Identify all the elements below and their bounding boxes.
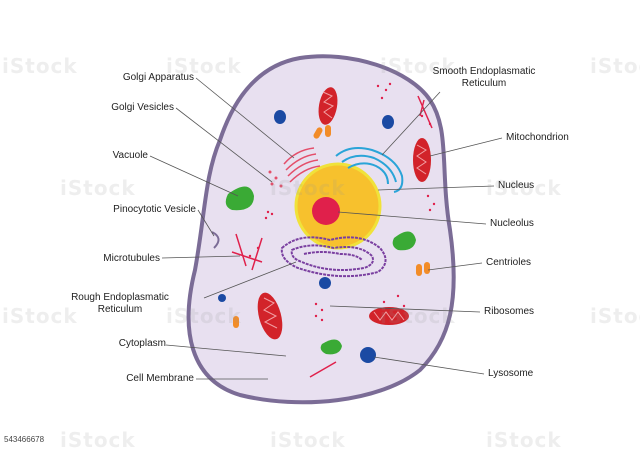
label-cytoplasm: Cytoplasm: [118, 338, 166, 349]
rough-endoplasmic-reticulum: [280, 236, 387, 278]
label-cell-membrane: Cell Membrane: [126, 373, 194, 384]
vacuole: [225, 186, 254, 211]
mitochondrion-bottom: [369, 307, 409, 325]
lysosome: [360, 347, 376, 363]
label-centrioles: Centrioles: [486, 257, 532, 268]
vacuole: [392, 231, 416, 251]
ribosomes: [248, 82, 436, 322]
label-smooth-er-line1: Smooth Endoplasmatic: [432, 66, 536, 77]
leader-lines: [149, 77, 503, 380]
nucleolus: [312, 197, 340, 225]
lysosome: [218, 294, 226, 302]
lysosome: [382, 115, 394, 129]
golgi-apparatus: [283, 147, 321, 183]
label-smooth-er-line2: Reticulum: [461, 78, 507, 89]
stock-id: 543466678: [4, 435, 45, 444]
label-pinocytotic-vesicle: Pinocytotic Vesicle: [113, 204, 196, 215]
label-rough-er: Rough Endoplasmatic Reticulum: [66, 292, 174, 316]
mitochondrion-left: [257, 292, 283, 340]
mitochondrion-right: [413, 138, 431, 182]
golgi-vesicles: [268, 170, 283, 188]
vacuole: [320, 339, 342, 355]
label-nucleus: Nucleus: [498, 180, 535, 191]
label-ribosomes: Ribosomes: [484, 306, 535, 317]
label-golgi-vesicles: Golgi Vesicles: [111, 102, 174, 113]
label-lysosome: Lysosome: [488, 368, 534, 379]
label-mitochondrion: Mitochondrion: [506, 132, 569, 143]
label-smooth-er: Smooth Endoplasmatic Reticulum: [426, 66, 542, 90]
lysosome: [274, 110, 286, 124]
label-rough-er-line2: Reticulum: [97, 304, 143, 315]
smooth-endoplasmic-reticulum: [335, 147, 404, 193]
lysosome: [319, 277, 331, 289]
label-rough-er-line1: Rough Endoplasmatic: [71, 292, 169, 303]
microtubules: [231, 95, 433, 378]
pinocytotic-vesicle: [211, 231, 220, 249]
label-microtubules: Microtubules: [103, 253, 160, 264]
centrioles: [233, 125, 430, 328]
label-nucleolus: Nucleolus: [490, 218, 534, 229]
label-golgi-apparatus: Golgi Apparatus: [122, 72, 194, 83]
label-vacuole: Vacuole: [112, 150, 148, 161]
mitochondrion-top: [318, 87, 338, 125]
